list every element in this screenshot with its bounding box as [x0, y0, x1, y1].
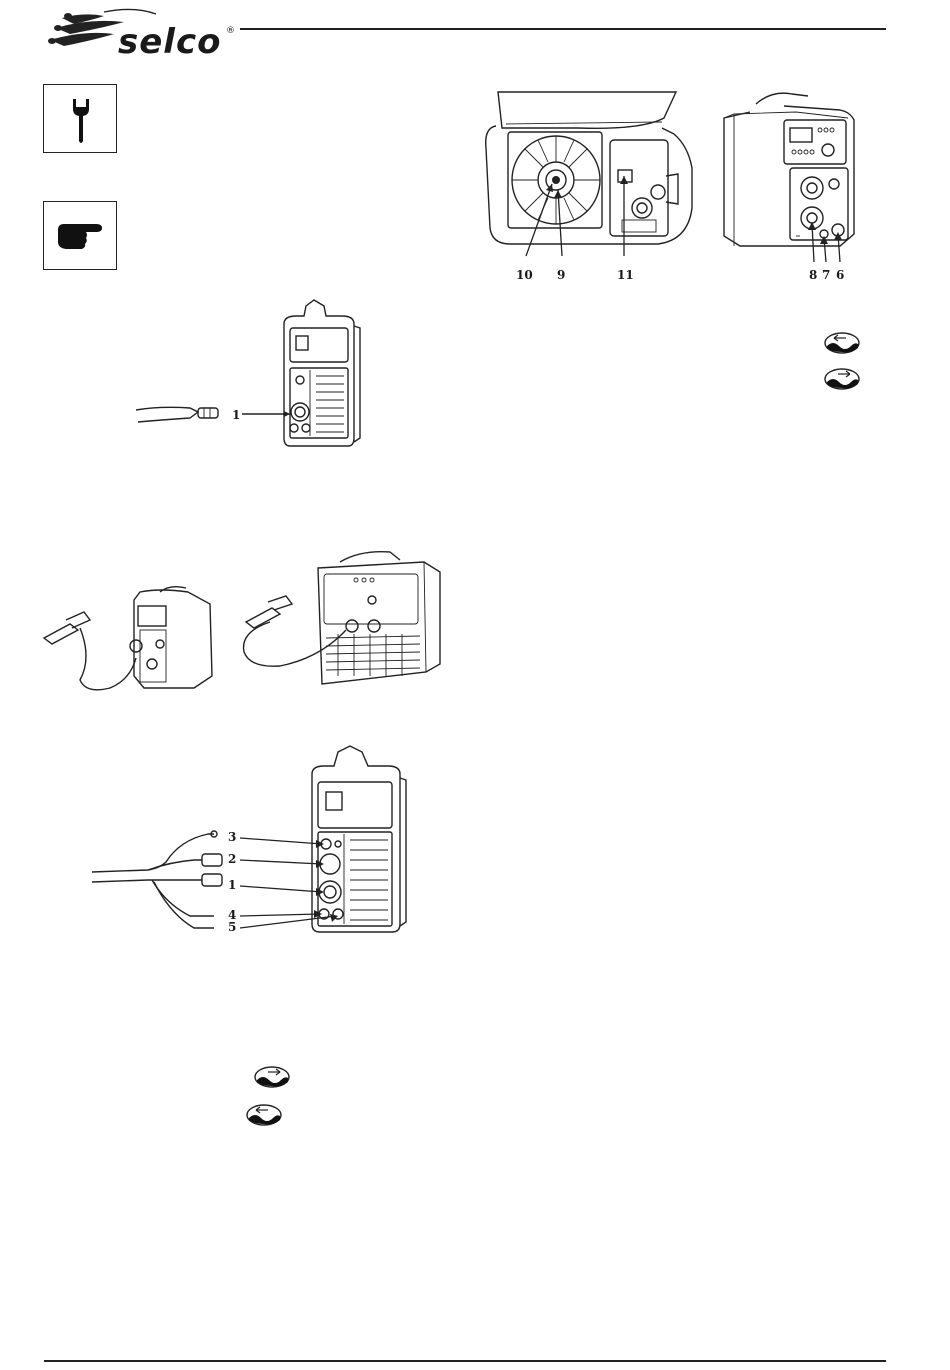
figure-label-5: 5: [228, 920, 236, 934]
figure-label-1b: 1: [228, 878, 236, 892]
header-rule: [240, 28, 886, 30]
rotate-wave-icon: [824, 332, 860, 354]
figure-label-7: 7: [822, 268, 830, 282]
figure-label-2: 2: [228, 852, 236, 866]
rotate-wave-icon: [246, 1104, 282, 1126]
registered-mark: ®: [226, 26, 235, 36]
rotate-wave-icon: [824, 368, 860, 390]
wrench-icon: [44, 85, 118, 154]
figure-label-10: 10: [516, 268, 533, 282]
figure-label-3: 3: [228, 830, 236, 844]
pointing-hand-icon-box: [43, 201, 117, 270]
figure-label-6: 6: [836, 268, 844, 282]
rear-panel-figure-2: [90, 744, 410, 938]
rear-panel-figure-1: [130, 298, 370, 458]
figure-label-1: 1: [232, 408, 240, 422]
wrench-icon-box: [43, 84, 117, 153]
figure-label-9: 9: [557, 268, 565, 282]
brand-name: selco: [118, 22, 221, 62]
pointing-hand-icon: [44, 202, 118, 271]
ground-clamp-figure: [40, 548, 450, 698]
footer-rule: [44, 1360, 886, 1362]
figure-label-11: 11: [617, 268, 634, 282]
header: selco ®: [0, 0, 950, 70]
wire-feeder-figure: [482, 88, 702, 260]
rotate-wave-icon: [254, 1066, 290, 1088]
front-panel-figure: [720, 84, 870, 264]
figure-label-8: 8: [809, 268, 817, 282]
